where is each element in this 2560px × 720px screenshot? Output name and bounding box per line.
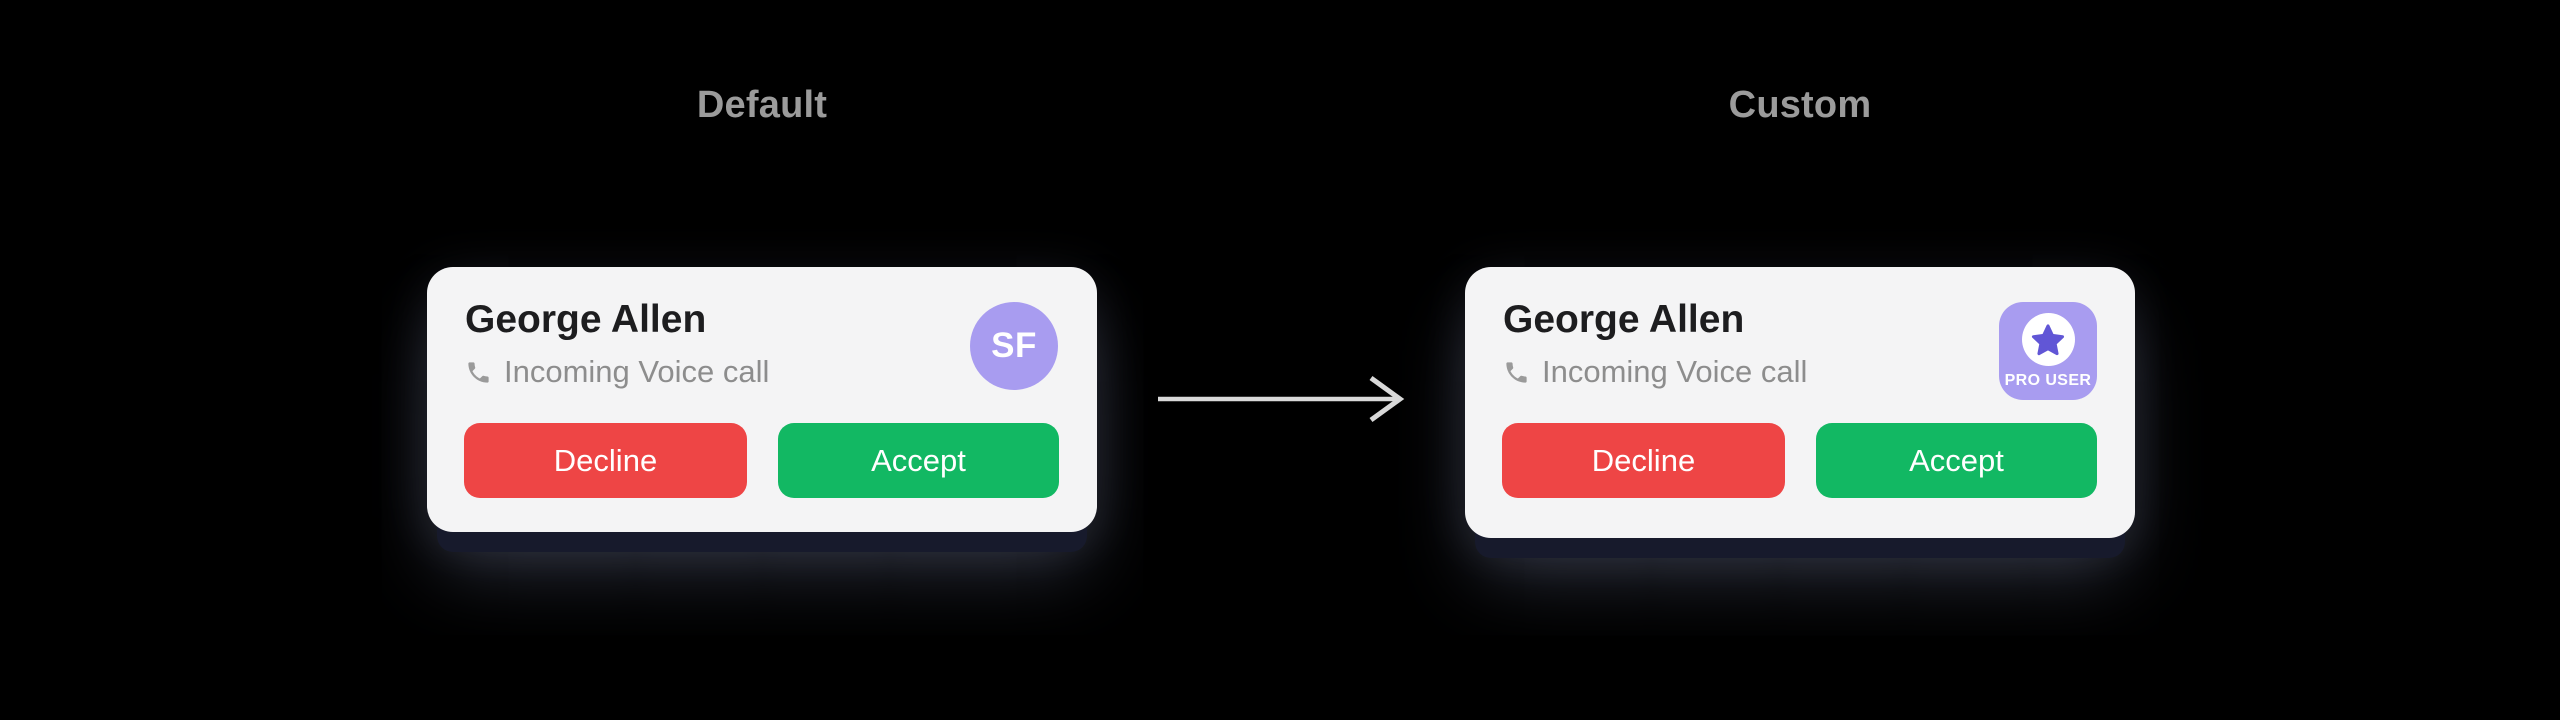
avatar-initials: SF bbox=[991, 326, 1037, 365]
phone-icon bbox=[468, 361, 489, 383]
caller-name: George Allen bbox=[465, 298, 707, 341]
avatar: SF bbox=[970, 302, 1058, 390]
custom-state-label: Custom bbox=[1728, 84, 1872, 126]
decline-button[interactable]: Decline bbox=[464, 423, 747, 498]
call-type-row: Incoming Voice call bbox=[1503, 353, 1807, 391]
pro-user-badge: PRO USER bbox=[1999, 302, 2097, 400]
call-type-label: Incoming Voice call bbox=[1542, 354, 1808, 389]
pro-user-label: PRO USER bbox=[2004, 372, 2092, 389]
accept-button[interactable]: Accept bbox=[1816, 423, 2097, 498]
decline-button[interactable]: Decline bbox=[1502, 423, 1785, 498]
call-type-label: Incoming Voice call bbox=[504, 354, 770, 389]
default-state-label: Default bbox=[696, 84, 828, 126]
phone-icon bbox=[1506, 361, 1527, 383]
accept-button[interactable]: Accept bbox=[778, 423, 1059, 498]
right-arrow-icon bbox=[1158, 375, 1405, 423]
caller-name: George Allen bbox=[1503, 298, 1745, 341]
star-icon bbox=[2031, 323, 2065, 355]
badge-circle bbox=[2021, 313, 2075, 366]
incoming-call-card-custom: George Allen Incoming Voice call Decline… bbox=[1465, 267, 2135, 538]
call-type-row: Incoming Voice call bbox=[465, 353, 769, 391]
incoming-call-card-default: George Allen Incoming Voice call Decline… bbox=[427, 267, 1097, 532]
